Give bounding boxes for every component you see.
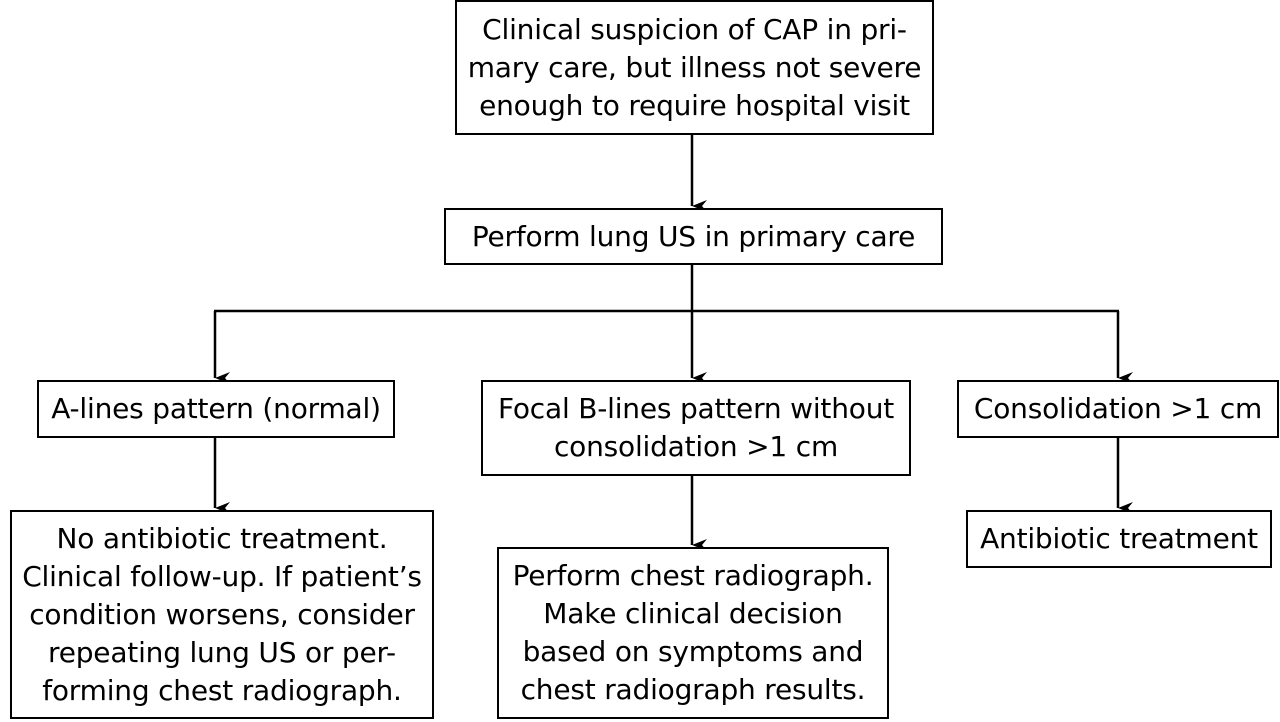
node-focal-b-lines-pattern: Focal B-lines pattern without consolidat… bbox=[481, 380, 911, 476]
node-consolidation-text: Consolidation >1 cm bbox=[973, 392, 1263, 425]
node-antibiotic-treatment: Antibiotic treatment bbox=[966, 510, 1272, 568]
node-perform-lung-us-text: Perform lung US in primary care bbox=[471, 219, 916, 253]
node-a-lines-pattern: A-lines pattern (normal) bbox=[37, 380, 395, 438]
node-clinical-suspicion-text: Clinical suspicion of CAP in pri- mary c… bbox=[467, 12, 922, 122]
node-consolidation: Consolidation >1 cm bbox=[957, 380, 1279, 438]
node-perform-chest-radiograph: Perform chest radiograph. Make clinical … bbox=[497, 547, 889, 719]
node-no-antibiotic-treatment: No antibiotic treatment. Clinical follow… bbox=[10, 510, 434, 719]
node-no-antibiotic-treatment-text: No antibiotic treatment. Clinical follow… bbox=[22, 521, 422, 707]
node-focal-b-lines-pattern-text: Focal B-lines pattern without consolidat… bbox=[497, 392, 895, 463]
node-perform-lung-us: Perform lung US in primary care bbox=[444, 208, 943, 265]
node-perform-chest-radiograph-text: Perform chest radiograph. Make clinical … bbox=[512, 559, 874, 706]
node-antibiotic-treatment-text: Antibiotic treatment bbox=[980, 522, 1258, 555]
node-clinical-suspicion: Clinical suspicion of CAP in pri- mary c… bbox=[455, 0, 934, 135]
node-a-lines-pattern-text: A-lines pattern (normal) bbox=[51, 392, 381, 425]
